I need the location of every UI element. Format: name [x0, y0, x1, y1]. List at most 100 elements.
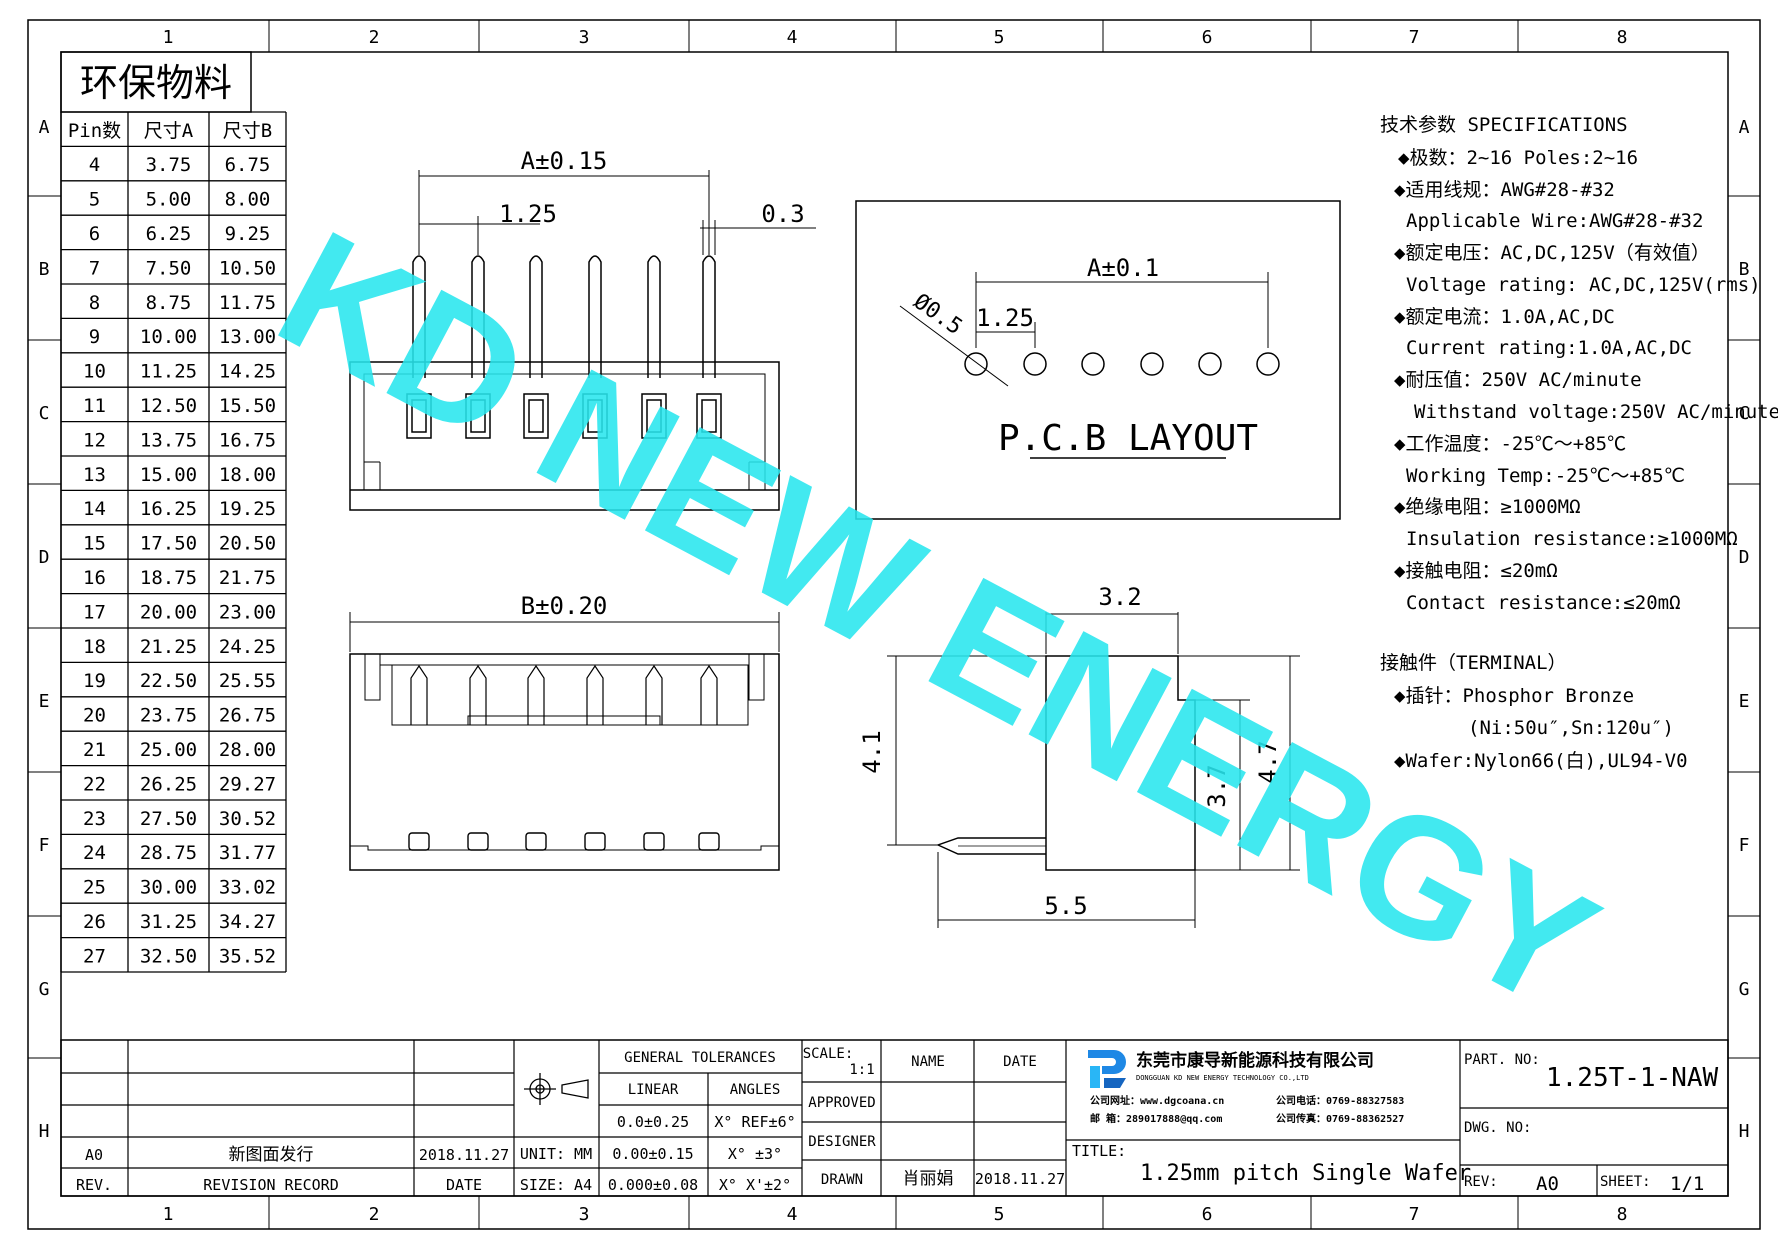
side-view [887, 612, 1300, 928]
company-email: 邮 箱：289017888@qq.com [1090, 1112, 1222, 1125]
drawn-name: 肖丽娟 [903, 1169, 954, 1189]
side-dim-height1-label: 4.1 [858, 730, 886, 773]
table-cell: 20.50 [219, 533, 276, 555]
pcb-holes [964, 352, 1280, 376]
rev-header-rev: REV. [76, 1176, 112, 1194]
rev-header-date: DATE [446, 1176, 482, 1194]
zone-row-e-left: E [39, 691, 50, 712]
table-cell: 11.25 [140, 361, 197, 383]
table-cell: 25.00 [140, 739, 197, 761]
pcb-layout-view [855, 200, 1341, 520]
table-cell: 15 [83, 533, 106, 555]
designer-label: DESIGNER [808, 1134, 876, 1150]
dim-a-label: A±0.15 [521, 147, 608, 175]
part-no-label: PART. NO: [1464, 1052, 1540, 1068]
dim-pin-width-label: 0.3 [761, 200, 804, 228]
table-cell: 22 [83, 773, 106, 795]
table-cell: 23.75 [140, 705, 197, 727]
table-cell: 35.52 [219, 945, 276, 967]
zone-col-1-bottom: 1 [163, 1204, 174, 1225]
table-cell: 19 [83, 670, 106, 692]
table-cell: 9 [89, 326, 100, 348]
company-logo [1088, 1050, 1126, 1088]
spec-poles: ◆极数：2~16 Poles:2~16 [1398, 147, 1638, 169]
table-cell: 19.25 [219, 498, 276, 520]
table-cell: 17 [83, 601, 106, 623]
table-cell: 12.50 [140, 395, 197, 417]
table-cell: 33.02 [219, 877, 276, 899]
table-cell: 15.00 [140, 464, 197, 486]
zone-row-a-right: A [1739, 117, 1750, 138]
tol-linear-2: 0.00±0.15 [612, 1145, 693, 1163]
table-cell: 21.25 [140, 636, 197, 658]
terminal-wafer: ◆Wafer:Nylon66(白),UL94-V0 [1394, 750, 1688, 772]
dwg-no-label: DWG. NO: [1464, 1120, 1531, 1136]
table-cell: 24 [83, 842, 106, 864]
dim-pitch-label: 1.25 [499, 200, 557, 228]
table-cell: 21 [83, 739, 106, 761]
spec-temp-cn: ◆工作温度：-25℃～+85℃ [1394, 433, 1626, 455]
table-cell: 11.75 [219, 292, 276, 314]
unit-label: UNIT: MM [520, 1145, 592, 1163]
name-header: NAME [911, 1054, 945, 1070]
tol-angles-1: X° REF±6° [714, 1113, 795, 1131]
table-cell: 8.75 [146, 292, 192, 314]
zone-row-c-right: C [1739, 403, 1750, 424]
table-header-2: 尺寸B [223, 120, 272, 142]
rev-value: A0 [1536, 1173, 1559, 1195]
table-cell: 23.00 [219, 601, 276, 623]
terminal-pin: ◆插针：Phosphor Bronze [1394, 685, 1634, 707]
tol-angles-2: X° ±3° [728, 1145, 782, 1163]
tol-linear-1: 0.0±0.25 [617, 1113, 689, 1131]
spec-temp-en: Working Temp:-25℃～+85℃ [1406, 465, 1685, 487]
company-name-en: DONGGUAN KD NEW ENERGY TECHNOLOGY CO.,LT… [1136, 1074, 1309, 1082]
spec-insulation-cn: ◆绝缘电阻：≥1000MΩ [1394, 496, 1581, 518]
zone-col-8-top: 8 [1617, 27, 1628, 48]
spec-voltage-en: Voltage rating: AC,DC,125V(rms) [1406, 274, 1761, 296]
scale-value: 1:1 [849, 1062, 874, 1078]
title-block [60, 1039, 1729, 1197]
table-cell: 15.50 [219, 395, 276, 417]
tol-linear-3: 0.000±0.08 [608, 1176, 698, 1194]
zone-row-b-right: B [1739, 259, 1750, 280]
table-cell: 26 [83, 911, 106, 933]
table-cell: 29.27 [219, 773, 276, 795]
spec-insulation-en: Insulation resistance:≥1000MΩ [1406, 528, 1738, 550]
zone-col-3-top: 3 [579, 27, 590, 48]
terminal-plating: (Ni:50u″,Sn:120u″) [1468, 717, 1674, 739]
drawn-label: DRAWN [821, 1172, 863, 1188]
zone-col-6-bottom: 6 [1202, 1204, 1213, 1225]
table-cell: 21.75 [219, 567, 276, 589]
table-cell: 18 [83, 636, 106, 658]
spec-contact-cn: ◆接触电阻：≤20mΩ [1394, 560, 1558, 582]
table-cell: 13.00 [219, 326, 276, 348]
spec-wire-cn: ◆适用线规：AWG#28-#32 [1394, 179, 1615, 201]
side-dim-length-label: 5.5 [1044, 892, 1087, 920]
zone-row-h-right: H [1739, 1121, 1750, 1142]
table-cell: 18.75 [140, 567, 197, 589]
table-cell: 14 [83, 498, 106, 520]
table-cell: 26.75 [219, 705, 276, 727]
front-pins [412, 255, 716, 378]
table-cell: 16.75 [219, 429, 276, 451]
table-cell: 32.50 [140, 945, 197, 967]
table-cell: 5 [89, 189, 100, 211]
rev-row-rev: A0 [85, 1146, 103, 1164]
table-cell: 16 [83, 567, 106, 589]
table-cell: 10.50 [219, 257, 276, 279]
tol-linear-header: LINEAR [628, 1082, 679, 1098]
zone-row-e-right: E [1739, 691, 1750, 712]
table-cell: 30.00 [140, 877, 197, 899]
rev-row-date: 2018.11.27 [419, 1146, 509, 1164]
general-tolerances-label: GENERAL TOLERANCES [624, 1050, 776, 1066]
zone-row-c-left: C [39, 403, 50, 424]
table-cell: 6.75 [225, 154, 271, 176]
drawn-date: 2018.11.27 [975, 1170, 1065, 1188]
pcb-hole-label: Ø0.5 [909, 289, 967, 340]
zone-col-7-top: 7 [1409, 27, 1420, 48]
zone-labels: 1 2 3 4 5 6 7 8 1 2 3 4 5 6 7 8 A B C D … [39, 27, 1750, 1225]
table-cell: 6 [89, 223, 100, 245]
scale-label: SCALE: [803, 1046, 854, 1062]
